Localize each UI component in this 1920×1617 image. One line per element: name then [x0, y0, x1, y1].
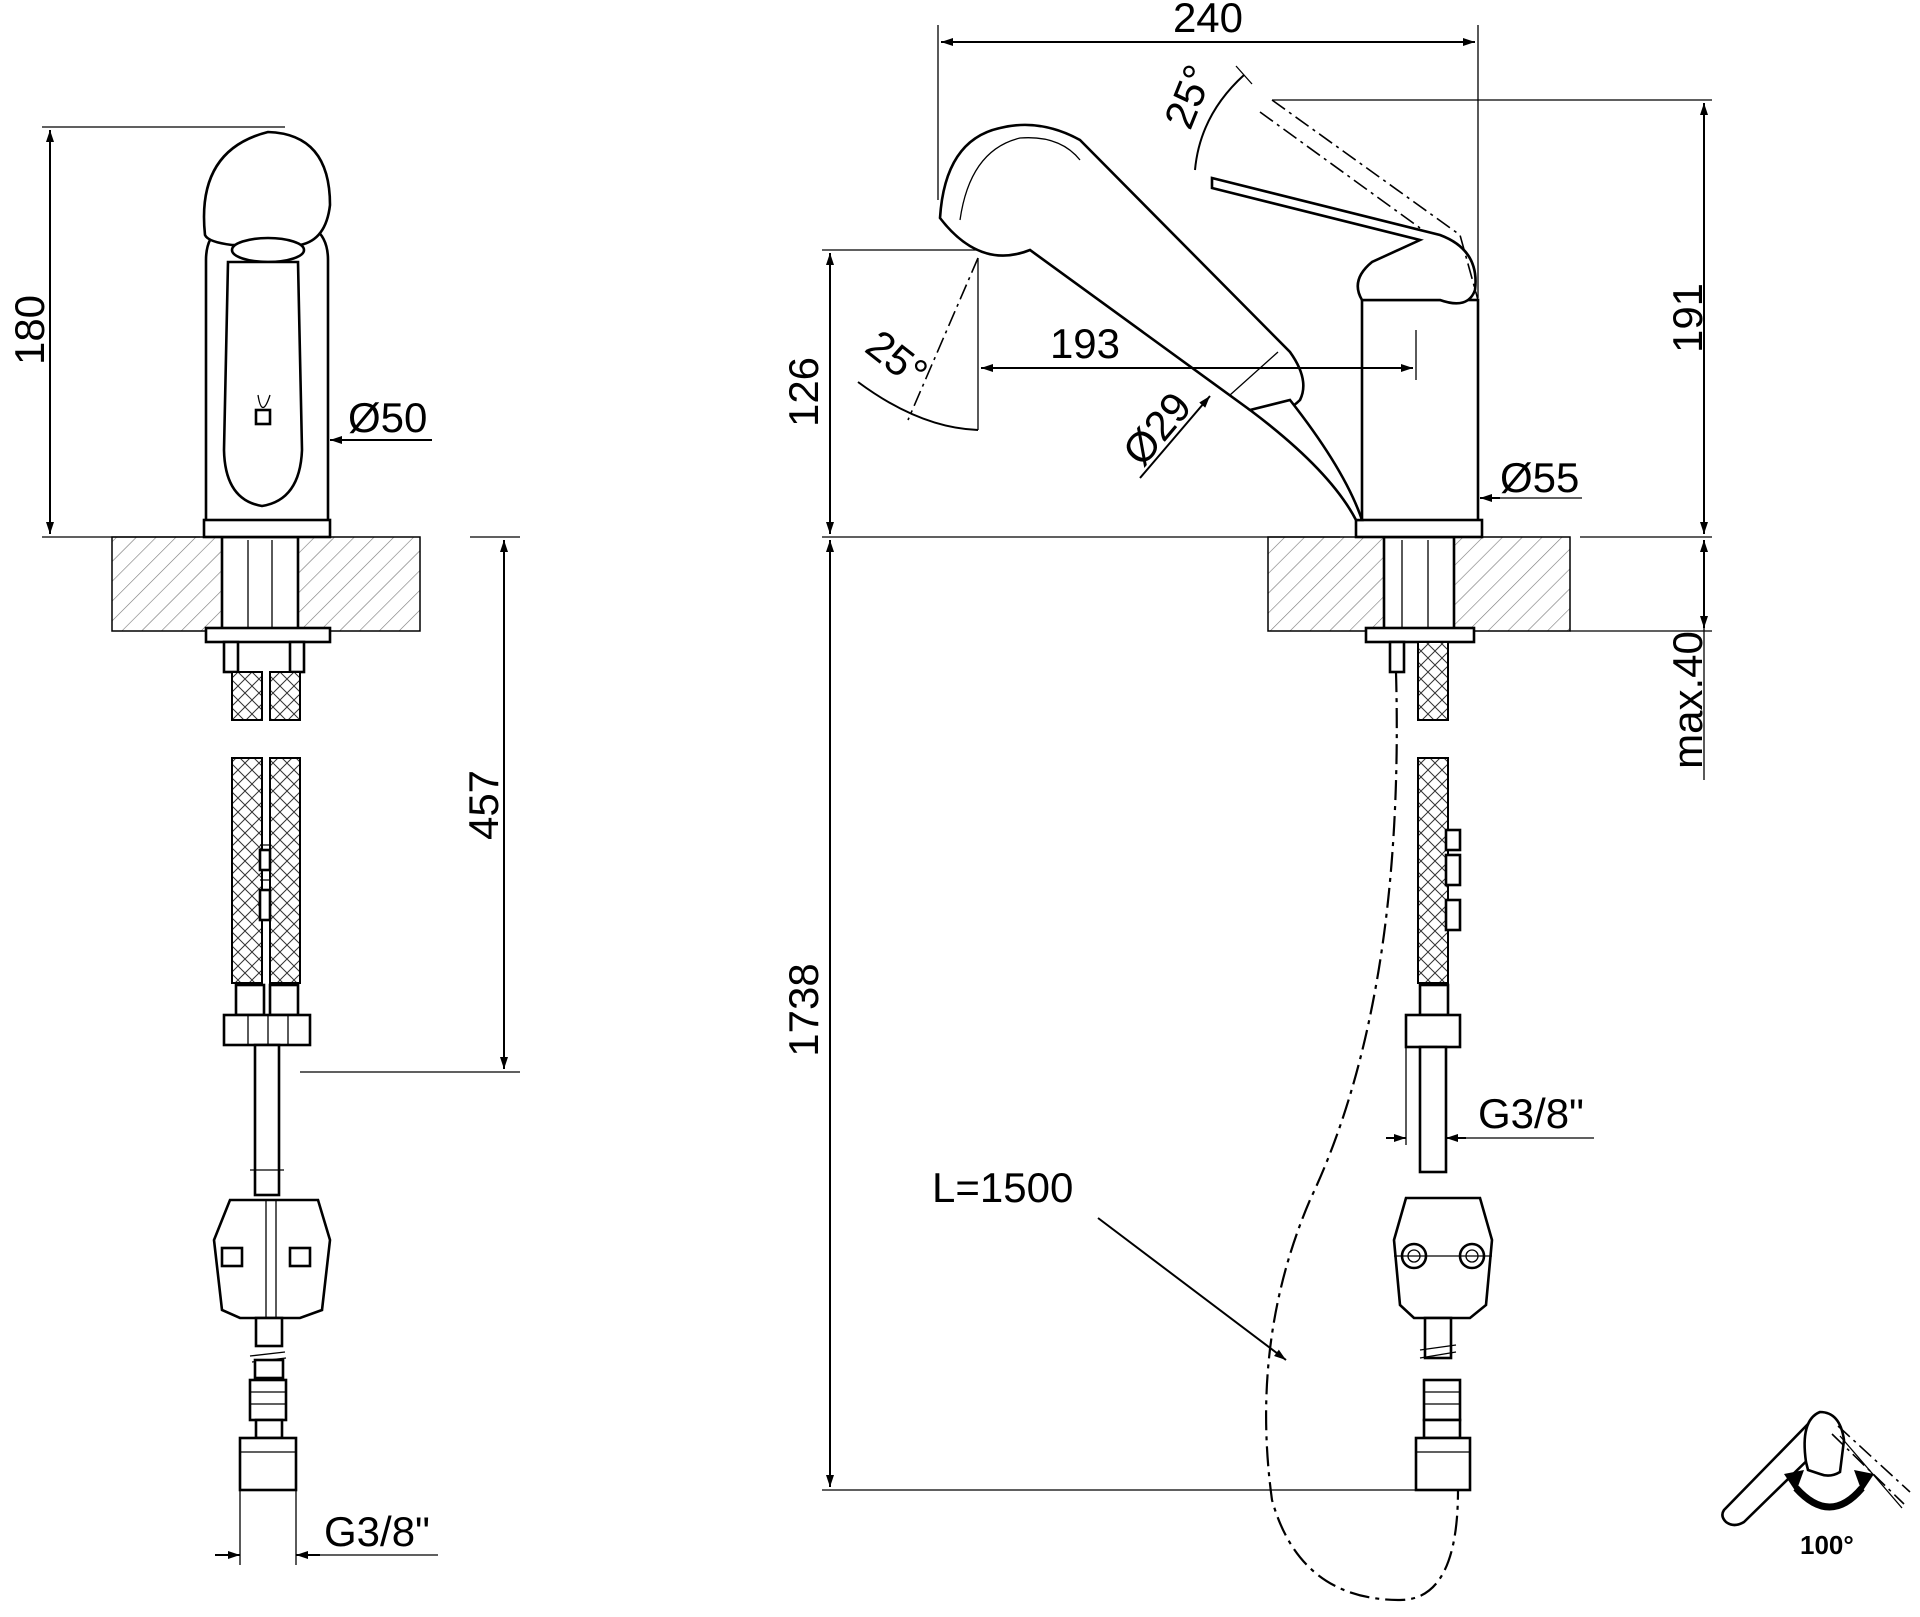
side-lever-angle-label: 25° [1155, 58, 1222, 134]
front-height-label: 180 [6, 295, 53, 365]
front-hose-right [269, 671, 301, 721]
side-total-height-label: 191 [1664, 283, 1711, 353]
side-hex-nut [1404, 1013, 1462, 1049]
side-spout-angle-label: 25° [857, 321, 936, 397]
side-faucet-body [1360, 298, 1480, 527]
side-body-diameter-label: Ø55 [1500, 454, 1579, 501]
pull-out-length-label: L=1500 [932, 1164, 1073, 1211]
side-spray-diameter-label: Ø29 [1113, 383, 1200, 474]
side-hose-weight [1392, 1196, 1494, 1320]
lever-rotation-icon: 100° [1721, 1410, 1911, 1560]
side-lever [1210, 176, 1477, 305]
side-hose-length-label: 1738 [780, 963, 827, 1056]
front-hose-weight [212, 1198, 332, 1320]
front-hex-nut [222, 1013, 312, 1047]
side-pull-out-spray [938, 123, 1305, 415]
front-hose-length-label: 457 [460, 770, 507, 840]
side-spout-height-label: 126 [780, 357, 827, 427]
front-thread-label: G3/8" [324, 1508, 430, 1555]
lever-rotation-label: 100° [1800, 1530, 1854, 1560]
side-shank [1382, 535, 1456, 633]
side-deck-thickness-label: max.40 [1664, 631, 1711, 769]
side-width-label: 240 [1173, 0, 1243, 41]
side-pull-out-hose [1265, 671, 1460, 1602]
side-spout-reach-label: 193 [1050, 320, 1120, 367]
front-hose-left [231, 671, 263, 721]
side-thread-label: G3/8" [1478, 1090, 1584, 1137]
front-shank [220, 535, 300, 633]
front-diameter-label: Ø50 [348, 394, 427, 441]
side-end-fitting [1414, 1436, 1472, 1492]
side-view: 240 25° 25° 126 193 Ø29 Ø55 191 [780, 0, 1712, 1602]
front-end-fitting [238, 1436, 298, 1492]
front-view: 180 Ø50 457 G3/8" [6, 126, 520, 1565]
front-lever-head [202, 130, 332, 247]
rotation-arrow [1793, 1485, 1865, 1511]
